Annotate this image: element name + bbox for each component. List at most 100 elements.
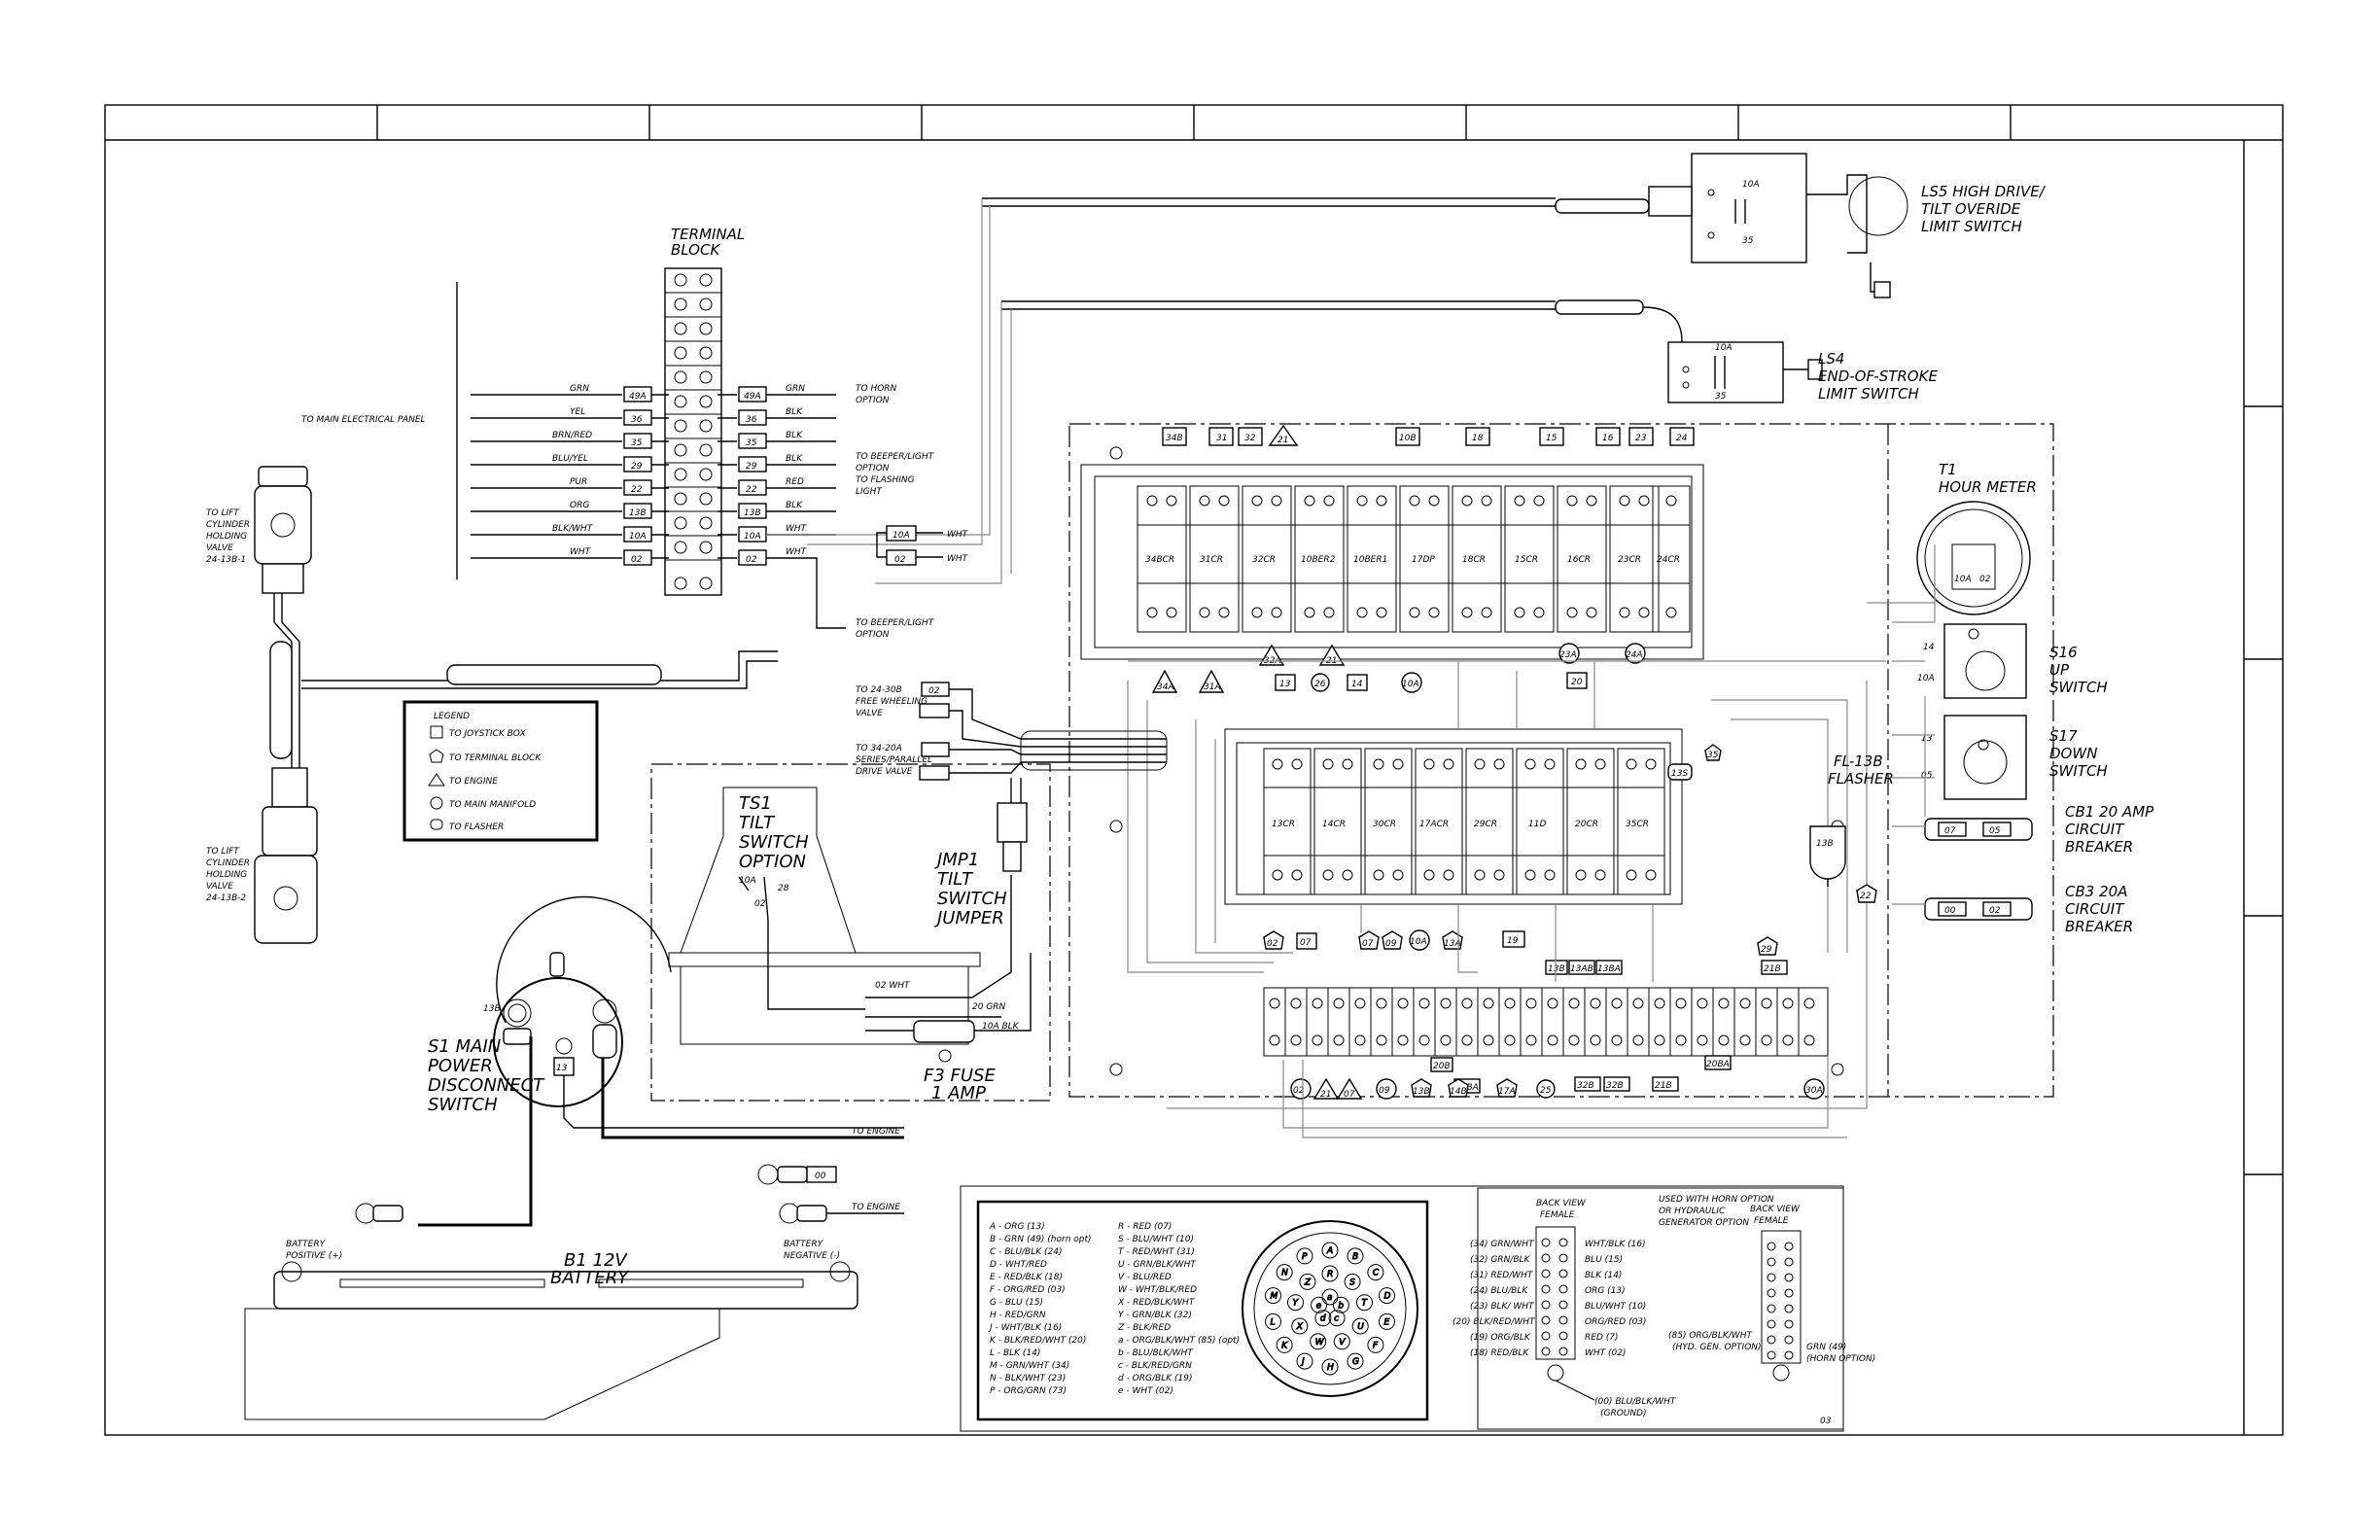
connector-pin-label: d — [1320, 1314, 1326, 1324]
svg-text:(GROUND): (GROUND) — [1600, 1409, 1647, 1418]
svg-text:13AB: 13AB — [1570, 964, 1593, 974]
ts1-tilt-switch: TS1 TILT SWITCH OPTION 10A 02 28 02 WHT … — [650, 763, 1051, 1103]
svg-text:BLK: BLK — [786, 407, 803, 417]
svg-text:13A: 13A — [1444, 939, 1461, 949]
svg-text:FLASHER: FLASHER — [1828, 770, 1894, 788]
svg-text:25: 25 — [1540, 1086, 1552, 1096]
svg-text:ORG: ORG — [570, 501, 589, 510]
svg-text:(32) GRN/BLK: (32) GRN/BLK — [1470, 1255, 1531, 1265]
svg-text:SWITCH: SWITCH — [2049, 679, 2108, 696]
connector-pin — [1296, 1352, 1313, 1370]
svg-text:ORG/RED (03): ORG/RED (03) — [1585, 1317, 1647, 1327]
connector-pin-label: R — [1327, 1270, 1333, 1279]
svg-text:b - BLU/BLK/WHT: b - BLU/BLK/WHT — [1118, 1348, 1194, 1358]
svg-text:23: 23 — [1635, 434, 1647, 443]
svg-text:VALVE: VALVE — [206, 882, 233, 892]
svg-text:34B: 34B — [1166, 434, 1183, 443]
svg-text:(23) BLK/ WHT: (23) BLK/ WHT — [1470, 1302, 1535, 1312]
svg-text:00: 00 — [815, 1172, 826, 1181]
ls4-label-3: LIMIT SWITCH — [1818, 385, 1919, 402]
svg-text:CB3 20A: CB3 20A — [2065, 883, 2127, 900]
connector-pin-label: Y — [1293, 1299, 1300, 1309]
connector-pin-label: U — [1357, 1322, 1364, 1332]
svg-text:FREE WHEELING: FREE WHEELING — [856, 697, 928, 707]
svg-text:36: 36 — [631, 415, 643, 425]
svg-text:X - RED/BLK/WHT: X - RED/BLK/WHT — [1117, 1298, 1196, 1308]
svg-text:13B: 13B — [1413, 1087, 1430, 1097]
beeper1-1: TO BEEPER/LIGHT — [856, 452, 935, 462]
svg-text:05: 05 — [1989, 826, 2001, 836]
drive-valves: TO 24-30B FREE WHEELING VALVE 02 TO 34-2… — [856, 682, 1168, 781]
svg-text:24A: 24A — [1626, 650, 1643, 660]
svg-text:SWITCH: SWITCH — [937, 889, 1007, 909]
connector-pin — [1379, 1287, 1395, 1305]
svg-text:e - WHT (02): e - WHT (02) — [1118, 1386, 1173, 1396]
svg-text:(85) ORG/BLK/WHT: (85) ORG/BLK/WHT — [1668, 1331, 1753, 1341]
svg-text:T - RED/WHT (31): T - RED/WHT (31) — [1118, 1247, 1195, 1257]
svg-text:34A: 34A — [1157, 682, 1174, 692]
terminal-block-title-1: TERMINAL — [671, 226, 745, 243]
legend: LEGEND TO JOYSTICK BOX TO TERMINAL BLOCK… — [402, 700, 599, 842]
fl13b-flasher: FL-13B FLASHER 13B 22 — [1809, 752, 1894, 903]
svg-text:TO ENGINE: TO ENGINE — [852, 1127, 900, 1137]
svg-text:WHT: WHT — [947, 554, 969, 564]
ls4-label-2: END-OF-STROKE — [1818, 368, 1938, 385]
svg-text:SERIES/PARALLEL: SERIES/PARALLEL — [856, 755, 932, 765]
connector-pin-label: b — [1338, 1301, 1344, 1311]
svg-text:RED: RED — [786, 477, 804, 487]
svg-text:14CR: 14CR — [1322, 820, 1346, 829]
svg-text:WHT/BLK (16): WHT/BLK (16) — [1585, 1240, 1646, 1249]
svg-text:00: 00 — [1944, 906, 1956, 916]
svg-text:CYLINDER: CYLINDER — [206, 858, 250, 868]
svg-text:(HYD. GEN. OPTION): (HYD. GEN. OPTION) — [1672, 1343, 1762, 1352]
svg-text:S17: S17 — [2049, 727, 2078, 745]
f3-fuse-1: F3 FUSE — [924, 1066, 996, 1086]
relay-23cr: 23CR — [1618, 555, 1641, 565]
svg-text:FL-13B: FL-13B — [1834, 752, 1883, 770]
svg-text:BLK: BLK — [786, 431, 803, 440]
connector-pin — [1379, 1312, 1395, 1330]
svg-text:09: 09 — [1379, 1086, 1390, 1096]
connector-pin — [1265, 1287, 1281, 1305]
svg-text:10A: 10A — [1402, 680, 1419, 689]
svg-text:BACK VIEW: BACK VIEW — [1750, 1205, 1801, 1214]
svg-text:BLU/WHT (10): BLU/WHT (10) — [1585, 1302, 1646, 1312]
svg-text:TO JOYSTICK BOX: TO JOYSTICK BOX — [449, 729, 527, 739]
connector-pin — [1321, 1265, 1339, 1282]
connector-pin-list-right: R - RED (07) S - BLU/WHT (10) T - RED/WH… — [1117, 1222, 1240, 1396]
svg-text:G - BLU (15): G - BLU (15) — [990, 1298, 1043, 1308]
relay-17dp: 17DP — [1412, 555, 1435, 565]
connector-pin-label: D — [1384, 1292, 1391, 1302]
svg-text:BRN/RED: BRN/RED — [552, 431, 592, 440]
svg-text:A - ORG (13): A - ORG (13) — [989, 1222, 1045, 1232]
svg-text:WHT: WHT — [786, 547, 808, 557]
svg-text:WHT: WHT — [786, 524, 808, 534]
svg-text:TS1: TS1 — [739, 793, 772, 814]
svg-text:35: 35 — [1742, 236, 1754, 246]
svg-text:JUMPER: JUMPER — [934, 908, 1004, 928]
svg-text:35: 35 — [746, 438, 757, 448]
svg-text:49A: 49A — [744, 392, 761, 402]
connector-pin-list-left: A - ORG (13) B - GRN (49) (horn opt) C -… — [988, 1222, 1092, 1396]
relay-panel-mid: 13CR 14CR 30CR 17ACR 29CR 11D 20CR 35CR … — [1224, 672, 1722, 905]
svg-text:VALVE: VALVE — [856, 709, 883, 718]
svg-text:OR HYDRAULIC: OR HYDRAULIC — [1659, 1207, 1726, 1216]
svg-text:TO ENGINE: TO ENGINE — [449, 777, 498, 787]
beeper1-2: OPTION — [856, 464, 890, 473]
to-main-panel-label: TO MAIN ELECTRICAL PANEL — [301, 415, 426, 425]
cb3-breaker: 00 02 CB3 20A CIRCUIT BREAKER — [1924, 883, 2133, 935]
svg-text:BREAKER: BREAKER — [2065, 918, 2133, 935]
svg-text:NEGATIVE (-): NEGATIVE (-) — [784, 1251, 840, 1261]
svg-text:UP: UP — [2049, 661, 2070, 679]
svg-text:BATTERY: BATTERY — [550, 1268, 630, 1288]
svg-text:13B: 13B — [1548, 964, 1565, 974]
tb-row-1: YEL 36 36 BLK — [471, 407, 836, 426]
connector-pin-label: e — [1316, 1301, 1322, 1311]
svg-text:POWER: POWER — [428, 1056, 493, 1076]
svg-text:TO 24-30B: TO 24-30B — [856, 685, 902, 695]
relay-18cr: 18CR — [1462, 555, 1486, 565]
top-tags: 34B 31 32 21 10B 18 15 16 23 24 — [1162, 424, 1695, 446]
svg-text:SWITCH: SWITCH — [739, 832, 809, 853]
svg-text:02: 02 — [746, 555, 757, 565]
beeper1-3: TO FLASHING — [856, 475, 915, 485]
